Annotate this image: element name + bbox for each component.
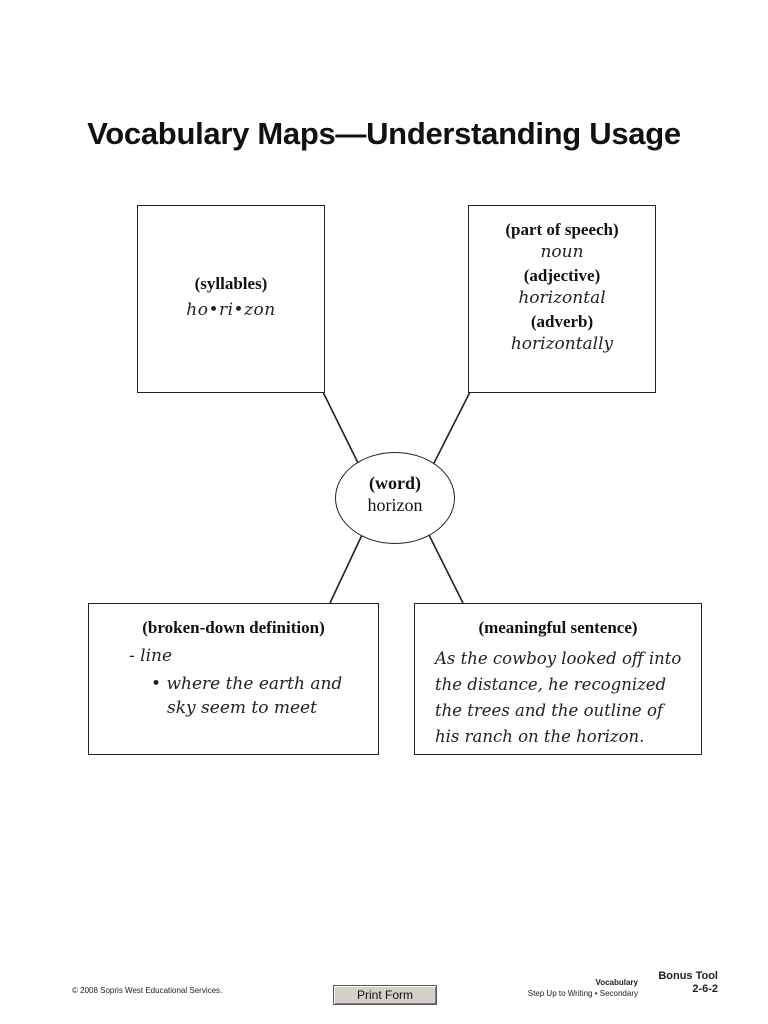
part-of-speech-box: (part of speech) noun (adjective) horizo… [468,205,656,393]
connector-syllables [322,391,361,468]
definition-label: (broken-down definition) [142,618,325,637]
page-title: Vocabulary Maps—Understanding Usage [87,116,681,151]
series-info: Vocabulary Step Up to Writing • Secondar… [528,978,638,998]
sentence-label: (meaningful sentence) [478,618,638,637]
adverb-value: horizontally [510,334,614,354]
connector-sentence [428,534,464,604]
print-form-button[interactable]: Print Form [333,985,437,1005]
definition-line-3: sky seem to meet [167,698,317,718]
adverb-label: (adverb) [530,312,594,331]
word-value: horizon [367,495,423,515]
tool-number: 2-6-2 [692,983,718,995]
part-of-speech-value: noun [540,242,584,262]
adjective-label: (adjective) [523,266,601,285]
word-label: (word) [369,473,421,493]
part-of-speech-label: (part of speech) [505,220,619,239]
syllables-box: (syllables) ho•ri•zon [137,205,325,393]
tool-label: Bonus Tool [658,970,718,982]
word-oval: (word) horizon [335,452,455,544]
connector-definition [329,534,363,604]
definition-box: (broken-down definition) - line • where … [88,603,379,755]
definition-line-1: - line [129,646,173,666]
bullet-icon: • [151,674,162,694]
copyright-text: © 2008 Sopris West Educational Services. [72,986,223,995]
syllables-label: (syllables) [194,274,268,293]
sentence-box: (meaningful sentence) As the cowboy look… [414,603,702,755]
tool-info: Bonus Tool 2-6-2 [658,970,718,995]
syllables-value: ho•ri•zon [186,300,276,320]
adjective-value: horizontal [518,288,606,308]
series-subtitle: Step Up to Writing • Secondary [527,989,638,998]
definition-bullet-line: • where the earth and [151,674,378,694]
connector-part-of-speech [431,391,471,468]
series-name: Vocabulary [595,978,638,987]
definition-line-2: where the earth and [166,674,343,694]
sentence-text: As the cowboy looked off into the distan… [435,649,682,746]
